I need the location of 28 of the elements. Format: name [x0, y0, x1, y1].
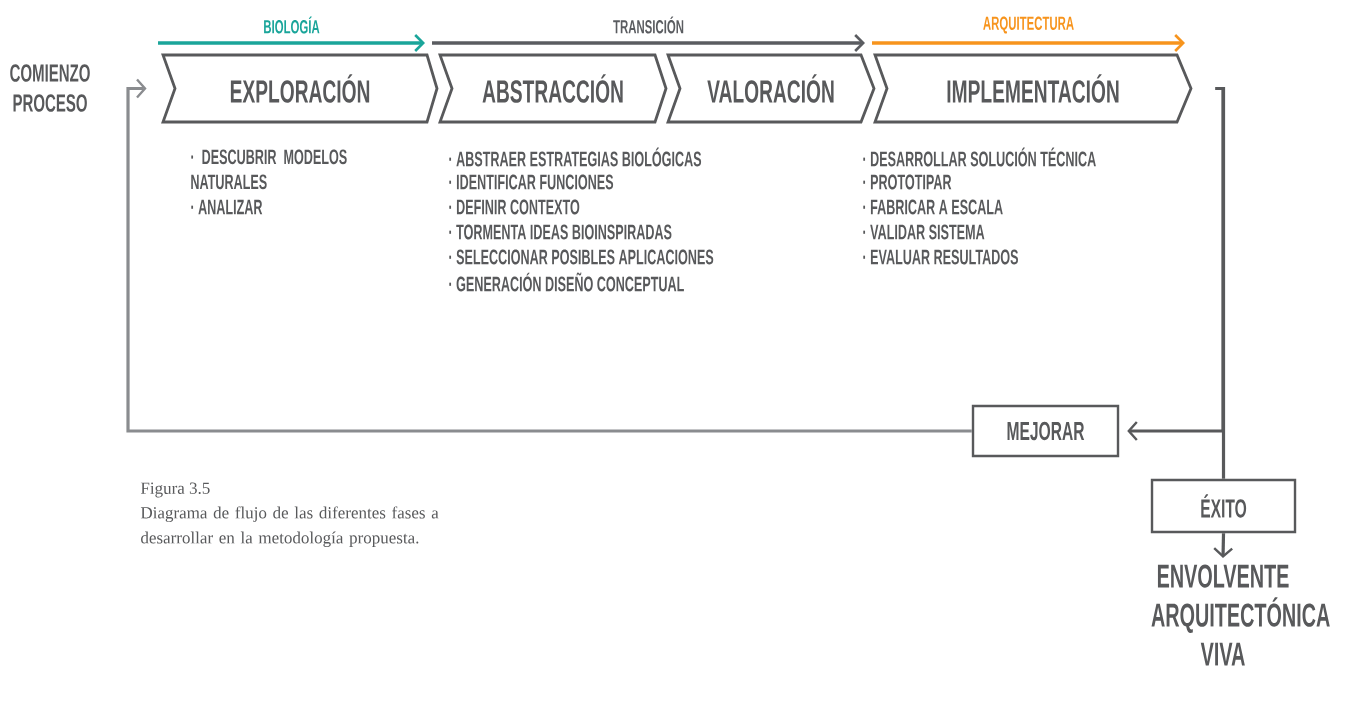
- bullet-item: · TORMENTA IDEAS BIOINSPIRADAS: [449, 224, 672, 240]
- bullet-item: · GENERACIÓN DISEÑO CONCEPTUAL: [449, 272, 684, 292]
- chevron-box: ABSTRACCIÓN: [438, 53, 668, 124]
- bullet-item: · DEFINIR CONTEXTO: [449, 199, 580, 215]
- chevron-box: VALORACIÓN: [666, 53, 876, 124]
- caption: Diagrama de flujo de las diferentes fases a desarrollar en la metodología propuesta.: [140, 506, 439, 548]
- bullet-item: · ABSTRAER ESTRATEGIAS BIOLÓGICAS: [449, 147, 702, 167]
- bullet-item: · FABRICAR A ESCALA: [863, 199, 1003, 215]
- result-text: ENVOLVENTE ARQUITECTÓNICA VIVA: [1151, 564, 1330, 666]
- figure-number: Figura 3.5: [140, 482, 210, 498]
- connector-arrow: [126, 78, 972, 433]
- bullet-item: · ANALIZAR: [191, 199, 263, 215]
- connector-arrow: [1213, 533, 1233, 558]
- bullet-item: · SELECCIONAR POSIBLES APLICACIONES: [449, 249, 714, 265]
- bullet-item: · PROTOTIPAR: [863, 174, 952, 190]
- bullet-item: · DESCUBRIR MODELOS NATURALES: [191, 149, 347, 190]
- phase-label: BIOLOGÍA: [264, 16, 320, 34]
- start-label: COMIENZO PROCESO: [10, 64, 90, 112]
- phase-label: TRANSICIÓN: [613, 16, 684, 34]
- bullet-item: · VALIDAR SISTEMA: [863, 224, 985, 240]
- label-box: MEJORAR: [971, 404, 1120, 458]
- bullet-item: · IDENTIFICAR FUNCIONES: [449, 174, 614, 190]
- chevron-box: IMPLEMENTACIÓN: [873, 53, 1193, 124]
- bullet-item: · DESARROLLAR SOLUCIÓN TÉCNICA: [863, 147, 1096, 167]
- label-box: ÉXITO: [1150, 478, 1297, 534]
- chevron-box: EXPLORACIÓN: [161, 53, 439, 124]
- bullet-item: · EVALUAR RESULTADOS: [863, 249, 1018, 265]
- phase-label: ARQUITECTURA: [983, 16, 1074, 34]
